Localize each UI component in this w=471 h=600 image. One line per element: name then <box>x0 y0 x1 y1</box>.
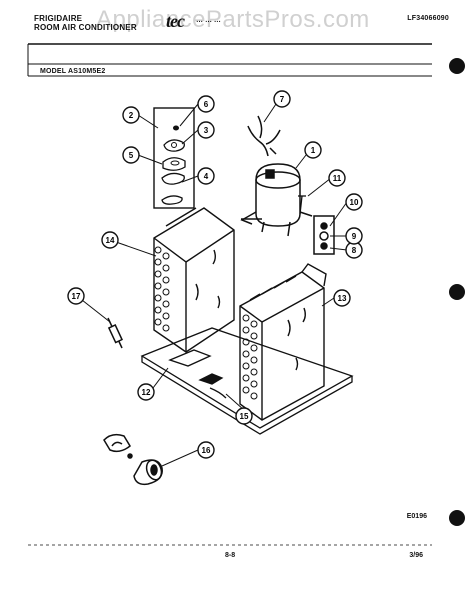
svg-text:15: 15 <box>240 412 249 421</box>
base-pan-part <box>140 327 354 435</box>
svg-text:9: 9 <box>352 232 357 241</box>
fitting-group-box <box>153 107 195 209</box>
callout-4: 4 <box>197 167 215 185</box>
figure-code: E0196 <box>406 513 427 520</box>
callout-13: 13 <box>333 289 351 307</box>
callout-10: 10 <box>345 193 363 211</box>
capacitor-bracket-part <box>103 433 163 486</box>
mounting-bracket-part <box>313 215 335 255</box>
capillary-tube-part <box>107 317 124 349</box>
callout-6: 6 <box>197 95 215 113</box>
callout-1: 1 <box>304 141 322 159</box>
callout-7: 7 <box>273 90 291 108</box>
svg-text:13: 13 <box>338 294 347 303</box>
svg-text:7: 7 <box>280 95 285 104</box>
binder-hole-middle <box>449 284 465 300</box>
binder-hole-top <box>449 58 465 74</box>
callout-14: 14 <box>101 231 119 249</box>
callout-5: 5 <box>122 146 140 164</box>
svg-text:2: 2 <box>129 111 134 120</box>
svg-text:17: 17 <box>72 292 81 301</box>
wire-harness-part <box>247 115 281 157</box>
svg-text:16: 16 <box>202 446 211 455</box>
svg-text:5: 5 <box>129 151 134 160</box>
document-code: LF34066090 <box>407 15 449 22</box>
svg-text:6: 6 <box>204 100 209 109</box>
svg-text:4: 4 <box>204 172 209 181</box>
page-number: 8-8 <box>225 552 236 559</box>
product-name: ROOM AIR CONDITIONER <box>34 23 137 32</box>
svg-text:11: 11 <box>333 174 342 183</box>
callout-9: 9 <box>345 227 363 245</box>
header-center-text: … … … <box>196 17 221 24</box>
brand-name: FRIGIDAIRE <box>34 14 83 23</box>
binder-hole-bottom <box>449 510 465 526</box>
watermark-text: AppliancePartsPros.com <box>96 6 370 33</box>
bolt-part <box>298 195 306 215</box>
svg-text:14: 14 <box>106 236 115 245</box>
svg-text:8: 8 <box>352 246 357 255</box>
svg-text:12: 12 <box>142 388 151 397</box>
evaporator-coil-part <box>153 207 235 353</box>
leader-lines <box>81 103 348 467</box>
callout-12: 12 <box>137 383 155 401</box>
condenser-coil-part <box>239 263 327 421</box>
callout-labels: 1 2 3 4 5 6 7 8 9 10 11 12 13 14 15 16 1… <box>67 90 363 459</box>
callout-11: 11 <box>328 169 346 187</box>
revision-date: 3/96 <box>409 552 423 559</box>
svg-text:3: 3 <box>204 126 209 135</box>
svg-text:10: 10 <box>350 198 359 207</box>
callout-16: 16 <box>197 441 215 459</box>
callout-3: 3 <box>197 121 215 139</box>
callout-2: 2 <box>122 106 140 124</box>
tec-logo: tec <box>166 11 185 31</box>
model-number: MODEL AS10M5E2 <box>40 68 106 75</box>
callout-15: 15 <box>235 407 253 425</box>
callout-17: 17 <box>67 287 85 305</box>
svg-text:1: 1 <box>311 146 316 155</box>
